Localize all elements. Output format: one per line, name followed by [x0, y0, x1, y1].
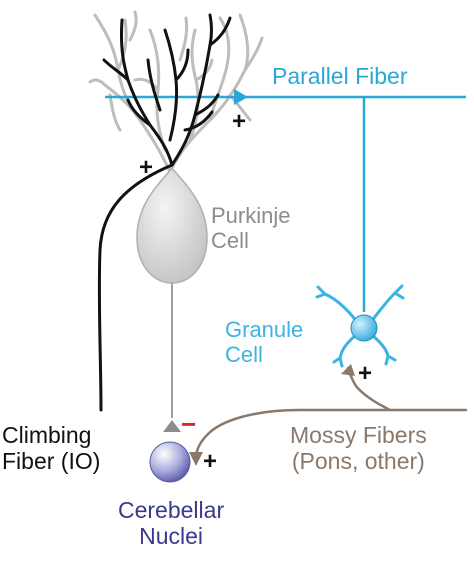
- granule-label-line2: Cell: [225, 342, 263, 368]
- climbing-label-line2: Fiber (IO): [2, 448, 101, 475]
- granule-cell: [315, 284, 405, 368]
- granule-label-line1: Granule: [225, 317, 304, 342]
- cerebellar-nuclei-label: Cerebellar Nuclei: [118, 497, 224, 550]
- purkinje-cell: [136, 166, 208, 432]
- parallel-fiber-plus-sign: +: [232, 108, 247, 135]
- purkinje-label-line1: Purkinje: [211, 203, 291, 228]
- mossy-label-line1: Mossy Fibers: [290, 422, 427, 448]
- nuclei-label-line1: Cerebellar: [118, 497, 225, 523]
- climbing-fiber-label: Climbing Fiber (IO): [2, 422, 100, 475]
- mossy-granule-plus-sign: +: [358, 360, 373, 387]
- parallel-fiber: [105, 89, 466, 312]
- mossy-fibers-label: Mossy Fibers (Pons, other): [290, 422, 427, 475]
- mossy-nuclei-plus-sign: +: [203, 448, 218, 475]
- parallel-fiber-label: Parallel Fiber: [272, 63, 408, 89]
- mossy-terminal-granule: [341, 364, 355, 376]
- purkinje-cell-label: Purkinje Cell: [211, 203, 290, 254]
- cerebellar-nuclei: [149, 441, 191, 483]
- purkinje-inhibitory-minus-sign: −: [181, 409, 197, 439]
- mossy-terminal-nuclei: [189, 452, 203, 466]
- climbing-fiber-plus-sign: +: [139, 154, 154, 181]
- climbing-fiber: [97, 13, 232, 412]
- granule-cell-label: Granule Cell: [225, 317, 303, 368]
- mossy-label-line2: (Pons, other): [291, 448, 425, 475]
- purkinje-label-line2: Cell: [211, 228, 249, 254]
- climbing-label-line1: Climbing: [2, 422, 92, 448]
- nuclei-label-line2: Nuclei: [139, 523, 204, 550]
